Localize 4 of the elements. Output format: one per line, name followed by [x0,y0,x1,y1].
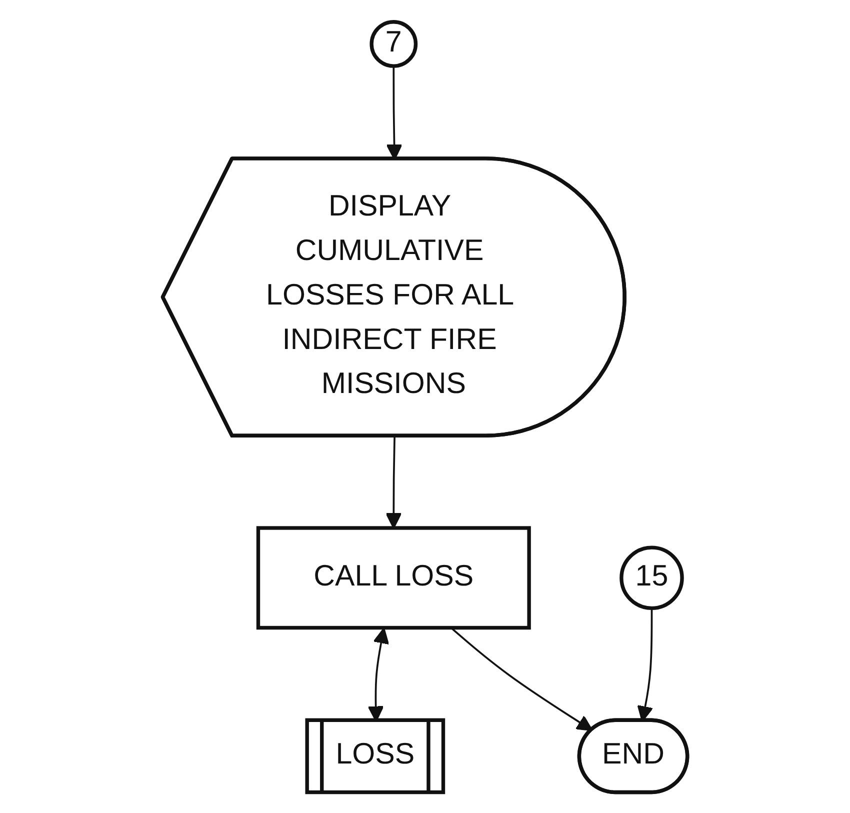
arrow [450,626,593,731]
node-box: CALL LOSS [256,526,531,630]
node-circle: 15 [620,545,684,610]
node-circle: 7 [370,20,418,68]
